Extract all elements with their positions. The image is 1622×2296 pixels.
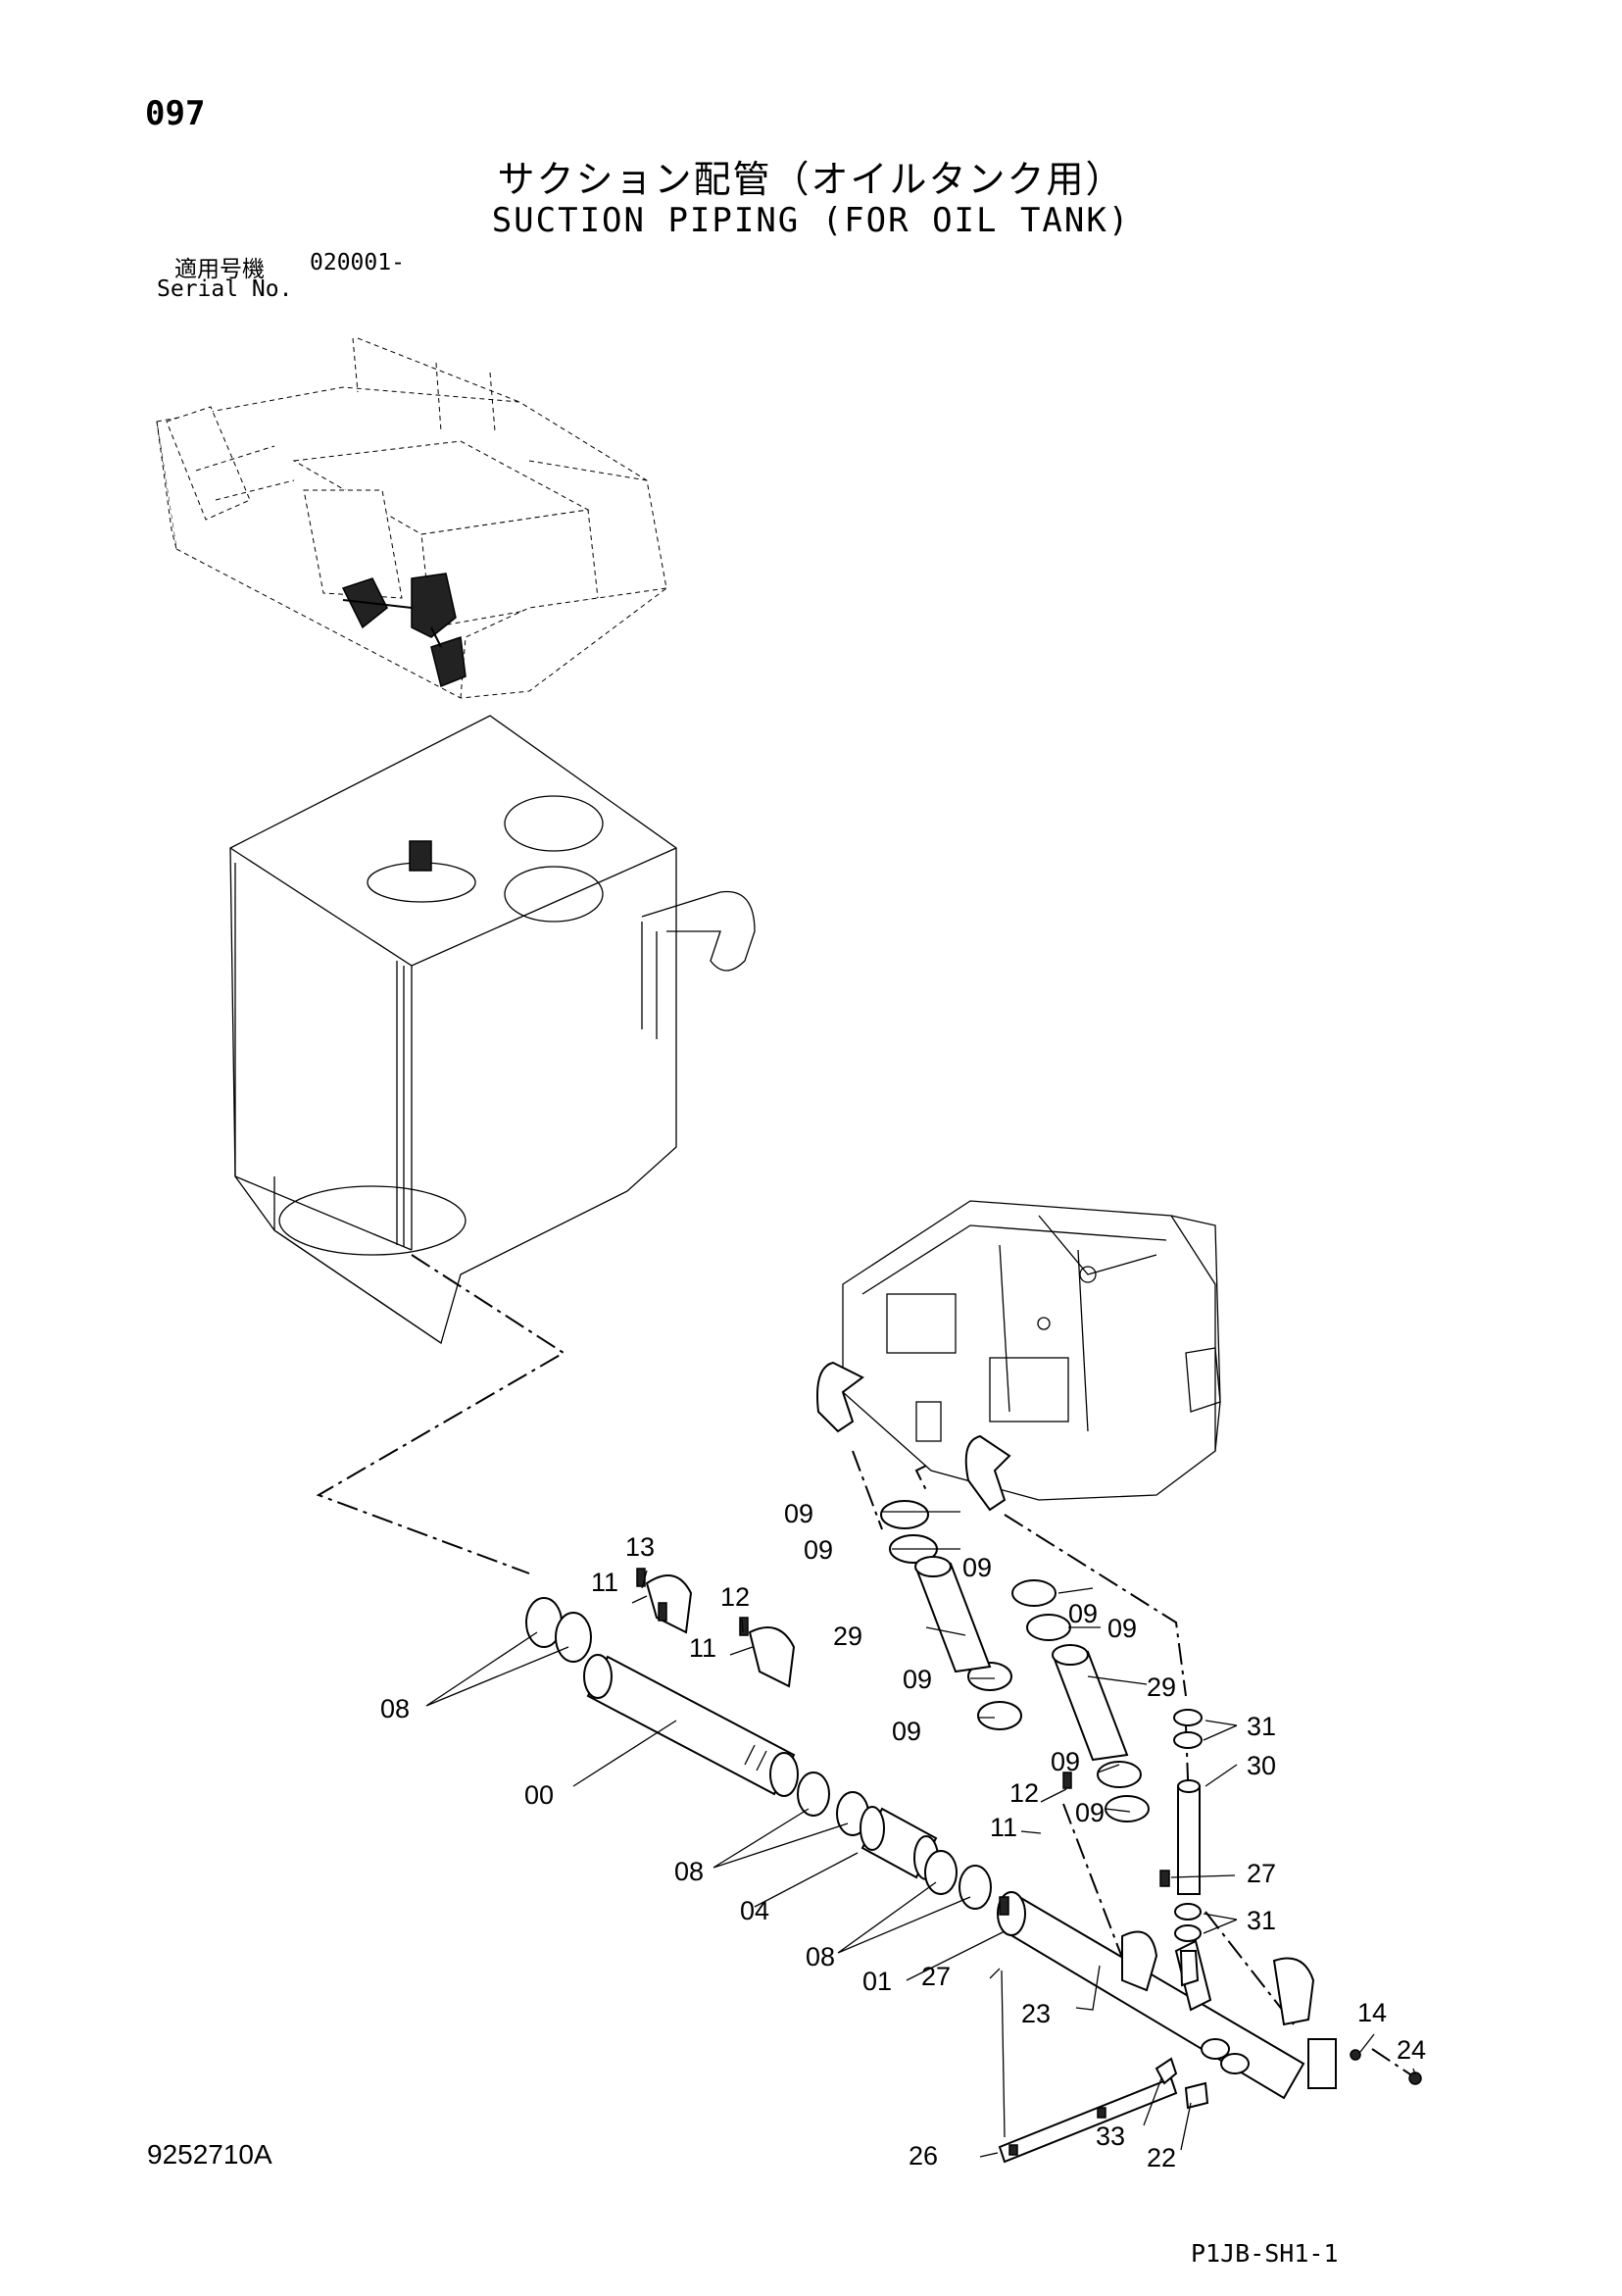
pump-assembly-small <box>341 573 467 688</box>
main-pump-illustration <box>816 1200 1221 1512</box>
callout-label: 29 <box>833 1622 862 1651</box>
callout-label: 08 <box>380 1694 410 1723</box>
callout-label: 09 <box>804 1535 833 1565</box>
callout-label: 09 <box>903 1665 932 1694</box>
serial-label-japanese: 適用号機 <box>174 257 265 282</box>
callout-label: 31 <box>1247 1712 1276 1741</box>
callout-label: 30 <box>1247 1751 1276 1780</box>
callout-label: 09 <box>1107 1614 1137 1643</box>
callout-labels: 00 01 04 08 08 08 09 09 09 09 09 09 09 0… <box>380 1499 1426 2172</box>
callout-label: 26 <box>909 2141 938 2171</box>
callout-label: 23 <box>1021 1999 1051 2028</box>
callout-label: 09 <box>1051 1747 1080 1776</box>
callout-label: 11 <box>591 1568 618 1597</box>
page-number: 097 <box>145 94 206 133</box>
callout-label: 11 <box>689 1633 716 1663</box>
callout-label: 12 <box>1009 1778 1039 1808</box>
suction-pipe-00 <box>583 1654 799 1797</box>
callout-label: 31 <box>1247 1906 1276 1935</box>
callout-label: 00 <box>524 1780 554 1810</box>
serial-label-english: Serial No. <box>157 276 293 302</box>
machine-overview-illustration <box>156 337 667 699</box>
reference-lines <box>316 1254 1417 2079</box>
sheet-code: P1JB-SH1-1 <box>1191 2239 1339 2268</box>
parts-30-31 <box>1173 1709 1203 1987</box>
callout-label: 09 <box>892 1717 921 1746</box>
hose-clamp-08c <box>924 1850 992 1910</box>
callout-label: 09 <box>962 1553 992 1582</box>
callout-label: 22 <box>1147 2143 1176 2172</box>
callout-label: 14 <box>1357 1998 1387 2027</box>
callout-label: 09 <box>784 1499 813 1528</box>
callout-label: 11 <box>990 1813 1017 1842</box>
callout-label: 08 <box>674 1857 704 1886</box>
callout-label: 12 <box>720 1582 750 1612</box>
page-title-english: SUCTION PIPING (FOR OIL TANK) <box>491 201 1131 240</box>
bracket-11a <box>636 1568 796 1688</box>
document-number: 9252710A <box>147 2139 272 2170</box>
callout-label: 33 <box>1096 2121 1125 2151</box>
page-title-japanese: サクション配管（オイルタンク用） <box>497 158 1125 201</box>
callout-label: 08 <box>806 1942 835 1972</box>
callout-label: 29 <box>1147 1672 1176 1702</box>
callout-label: 13 <box>625 1532 655 1562</box>
callout-label: 09 <box>1075 1798 1105 1827</box>
oil-tank-illustration <box>229 715 756 1345</box>
callout-label: 01 <box>862 1967 892 1996</box>
callout-label: 27 <box>1247 1859 1276 1888</box>
hose-29-right <box>1052 1644 1129 1762</box>
hose-29-left <box>914 1556 992 1673</box>
callout-label: 04 <box>740 1896 769 1925</box>
hose-clamp-08b <box>797 1772 869 1836</box>
hose-clamp-08a <box>525 1597 592 1663</box>
small-hardware <box>999 1772 1422 2110</box>
leader-lines <box>425 1511 1416 2158</box>
callout-label: 09 <box>1068 1599 1098 1628</box>
callout-label: 27 <box>921 1962 951 1991</box>
plate-26 <box>998 2076 1178 2164</box>
callout-label: 24 <box>1397 2035 1426 2065</box>
serial-number-value: 020001- <box>310 250 405 275</box>
